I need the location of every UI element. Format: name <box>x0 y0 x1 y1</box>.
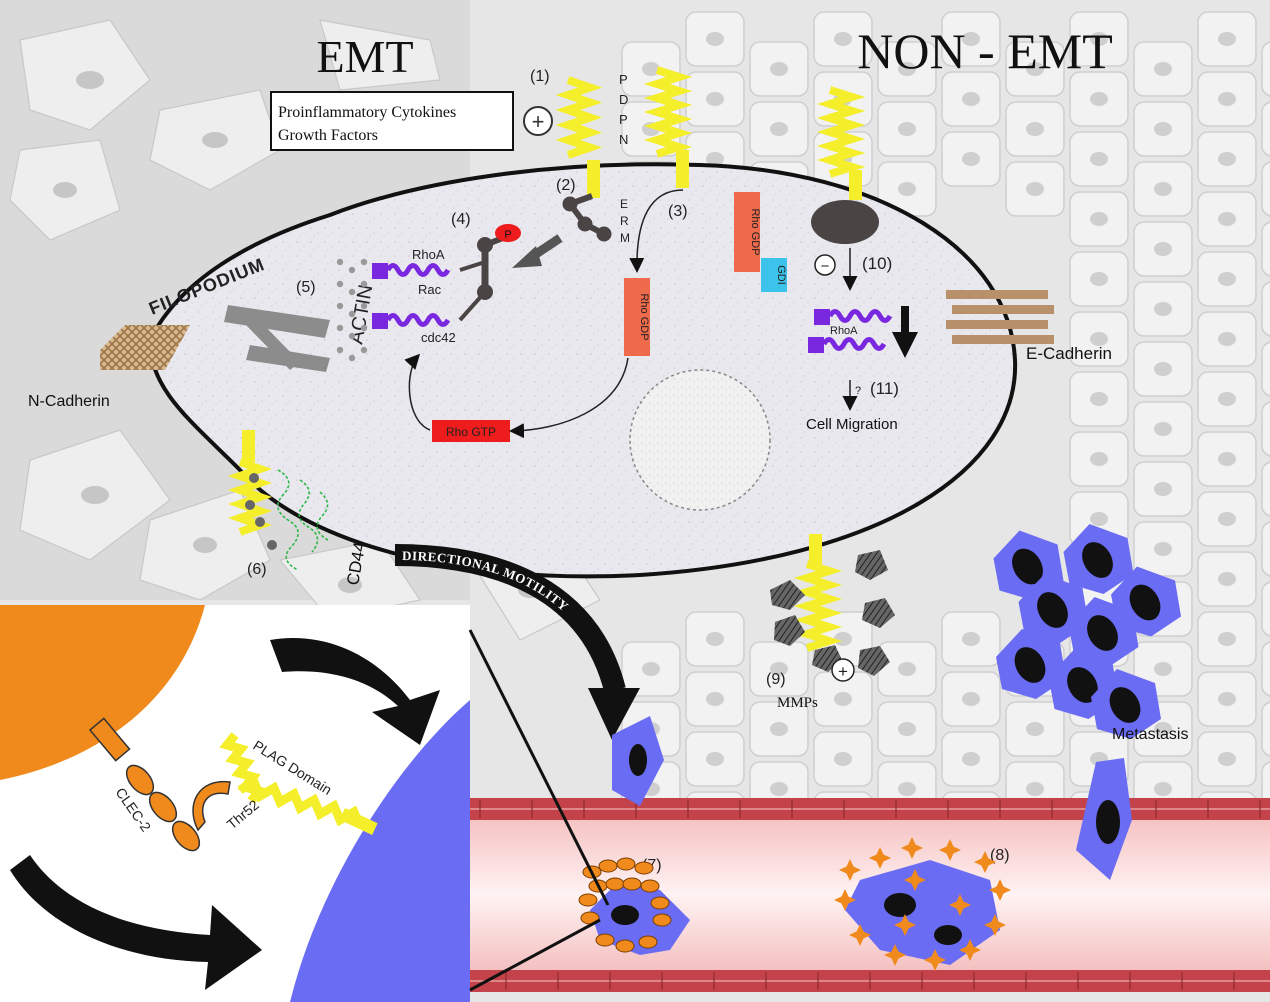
tumor-cell-main <box>147 162 1018 579</box>
svg-text:P: P <box>619 72 628 87</box>
rhoa-label: RhoA <box>412 247 445 262</box>
svg-text:N: N <box>619 132 628 147</box>
svg-text:M: M <box>620 231 630 245</box>
step-9-label: (9) <box>766 671 786 688</box>
svg-text:GDI: GDI <box>775 265 787 285</box>
step-10-label: (10) <box>862 254 892 273</box>
inset-pointer-line <box>468 629 610 906</box>
down-arrow-icon <box>892 306 918 358</box>
podoplanin-molecules <box>227 66 866 652</box>
cell-membrane <box>147 162 1018 579</box>
cd44-molecule <box>277 469 329 571</box>
step-4-label: (4) <box>451 211 471 228</box>
step-3-label: (3) <box>668 203 688 220</box>
tumor-cell-surface <box>290 700 470 1002</box>
rhoa-non-emt <box>808 309 893 353</box>
platelet-aggregate <box>834 837 1011 971</box>
svg-text:Rho GTP: Rho GTP <box>446 425 496 439</box>
step-2-label: (2) <box>556 177 576 194</box>
e-cadherin-junction <box>946 290 1054 344</box>
cytokine-box: Proinflammatory Cytokines Growth Factors <box>270 91 514 151</box>
plus-circle-icon: + <box>523 106 553 136</box>
inhibitor-protein <box>811 200 879 244</box>
e-cadherin-label: E-Cadherin <box>1026 344 1112 363</box>
mmps-cluster <box>770 550 895 676</box>
svg-text:+: + <box>532 109 545 134</box>
svg-text:−: − <box>821 258 830 275</box>
rac-label: Rac <box>418 282 442 297</box>
metastasis-label: Metastasis <box>1112 726 1188 743</box>
cdc42-label: cdc42 <box>421 330 456 345</box>
title-emt: EMT <box>316 31 413 82</box>
minus-circle-icon: − <box>814 254 836 276</box>
step-1-label: (1) <box>530 68 550 85</box>
inset-pointer-line-2 <box>469 918 601 992</box>
svg-text:P: P <box>619 112 628 127</box>
cell-migration-label: Cell Migration <box>806 416 898 433</box>
svg-text:P: P <box>504 229 511 241</box>
erm-letters: ERM <box>620 197 630 245</box>
title-non-emt: NON - EMT <box>857 23 1113 79</box>
actin-filaments <box>224 305 330 372</box>
rho-gdp-box-2: Rho GDP <box>624 278 650 356</box>
svg-text:Rho GDP: Rho GDP <box>749 208 761 255</box>
rho-gdp-box-1: Rho GDP <box>734 192 761 272</box>
platelet-surface <box>0 605 205 780</box>
svg-text:Rho GDP: Rho GDP <box>638 293 650 340</box>
gdi-box: GDI <box>761 258 787 292</box>
rhoa-small-label: RhoA <box>830 325 858 337</box>
svg-text:D: D <box>619 92 628 107</box>
step-8-label: (8) <box>990 847 1010 864</box>
step-6-label: (6) <box>247 561 267 578</box>
platelet-coated-tumor-cell <box>578 857 690 955</box>
cytokine-line-1: Proinflammatory Cytokines <box>278 104 456 121</box>
migrating-tumor-cells <box>612 716 1132 880</box>
question-label: ? <box>855 385 861 397</box>
svg-text:E: E <box>620 197 628 211</box>
n-cadherin-junction <box>100 325 190 370</box>
rho-gtpases <box>372 260 487 329</box>
svg-text:R: R <box>620 214 629 228</box>
phospho-badge <box>495 224 521 242</box>
cytokine-line-2: Growth Factors <box>278 127 378 144</box>
metastasis-cluster <box>993 524 1181 739</box>
rho-cycle-arrows <box>404 189 684 439</box>
n-cadherin-label: N-Cadherin <box>28 393 110 410</box>
nucleus <box>629 369 771 511</box>
inset-clec2-interaction: CLEC-2 PLAG Domain Thr52 <box>0 605 470 1002</box>
mmps-label: MMPs <box>777 695 818 711</box>
erm-to-rho-arrow <box>512 234 563 268</box>
step-5-label: (5) <box>296 279 316 296</box>
rho-gtp-box: Rho GTP <box>432 420 510 442</box>
actin-dots <box>336 258 368 362</box>
step-11-label: (11) <box>870 379 899 398</box>
mmps-plus-icon: + <box>831 658 855 682</box>
erm-linker <box>562 193 612 242</box>
svg-text:+: + <box>838 662 848 681</box>
